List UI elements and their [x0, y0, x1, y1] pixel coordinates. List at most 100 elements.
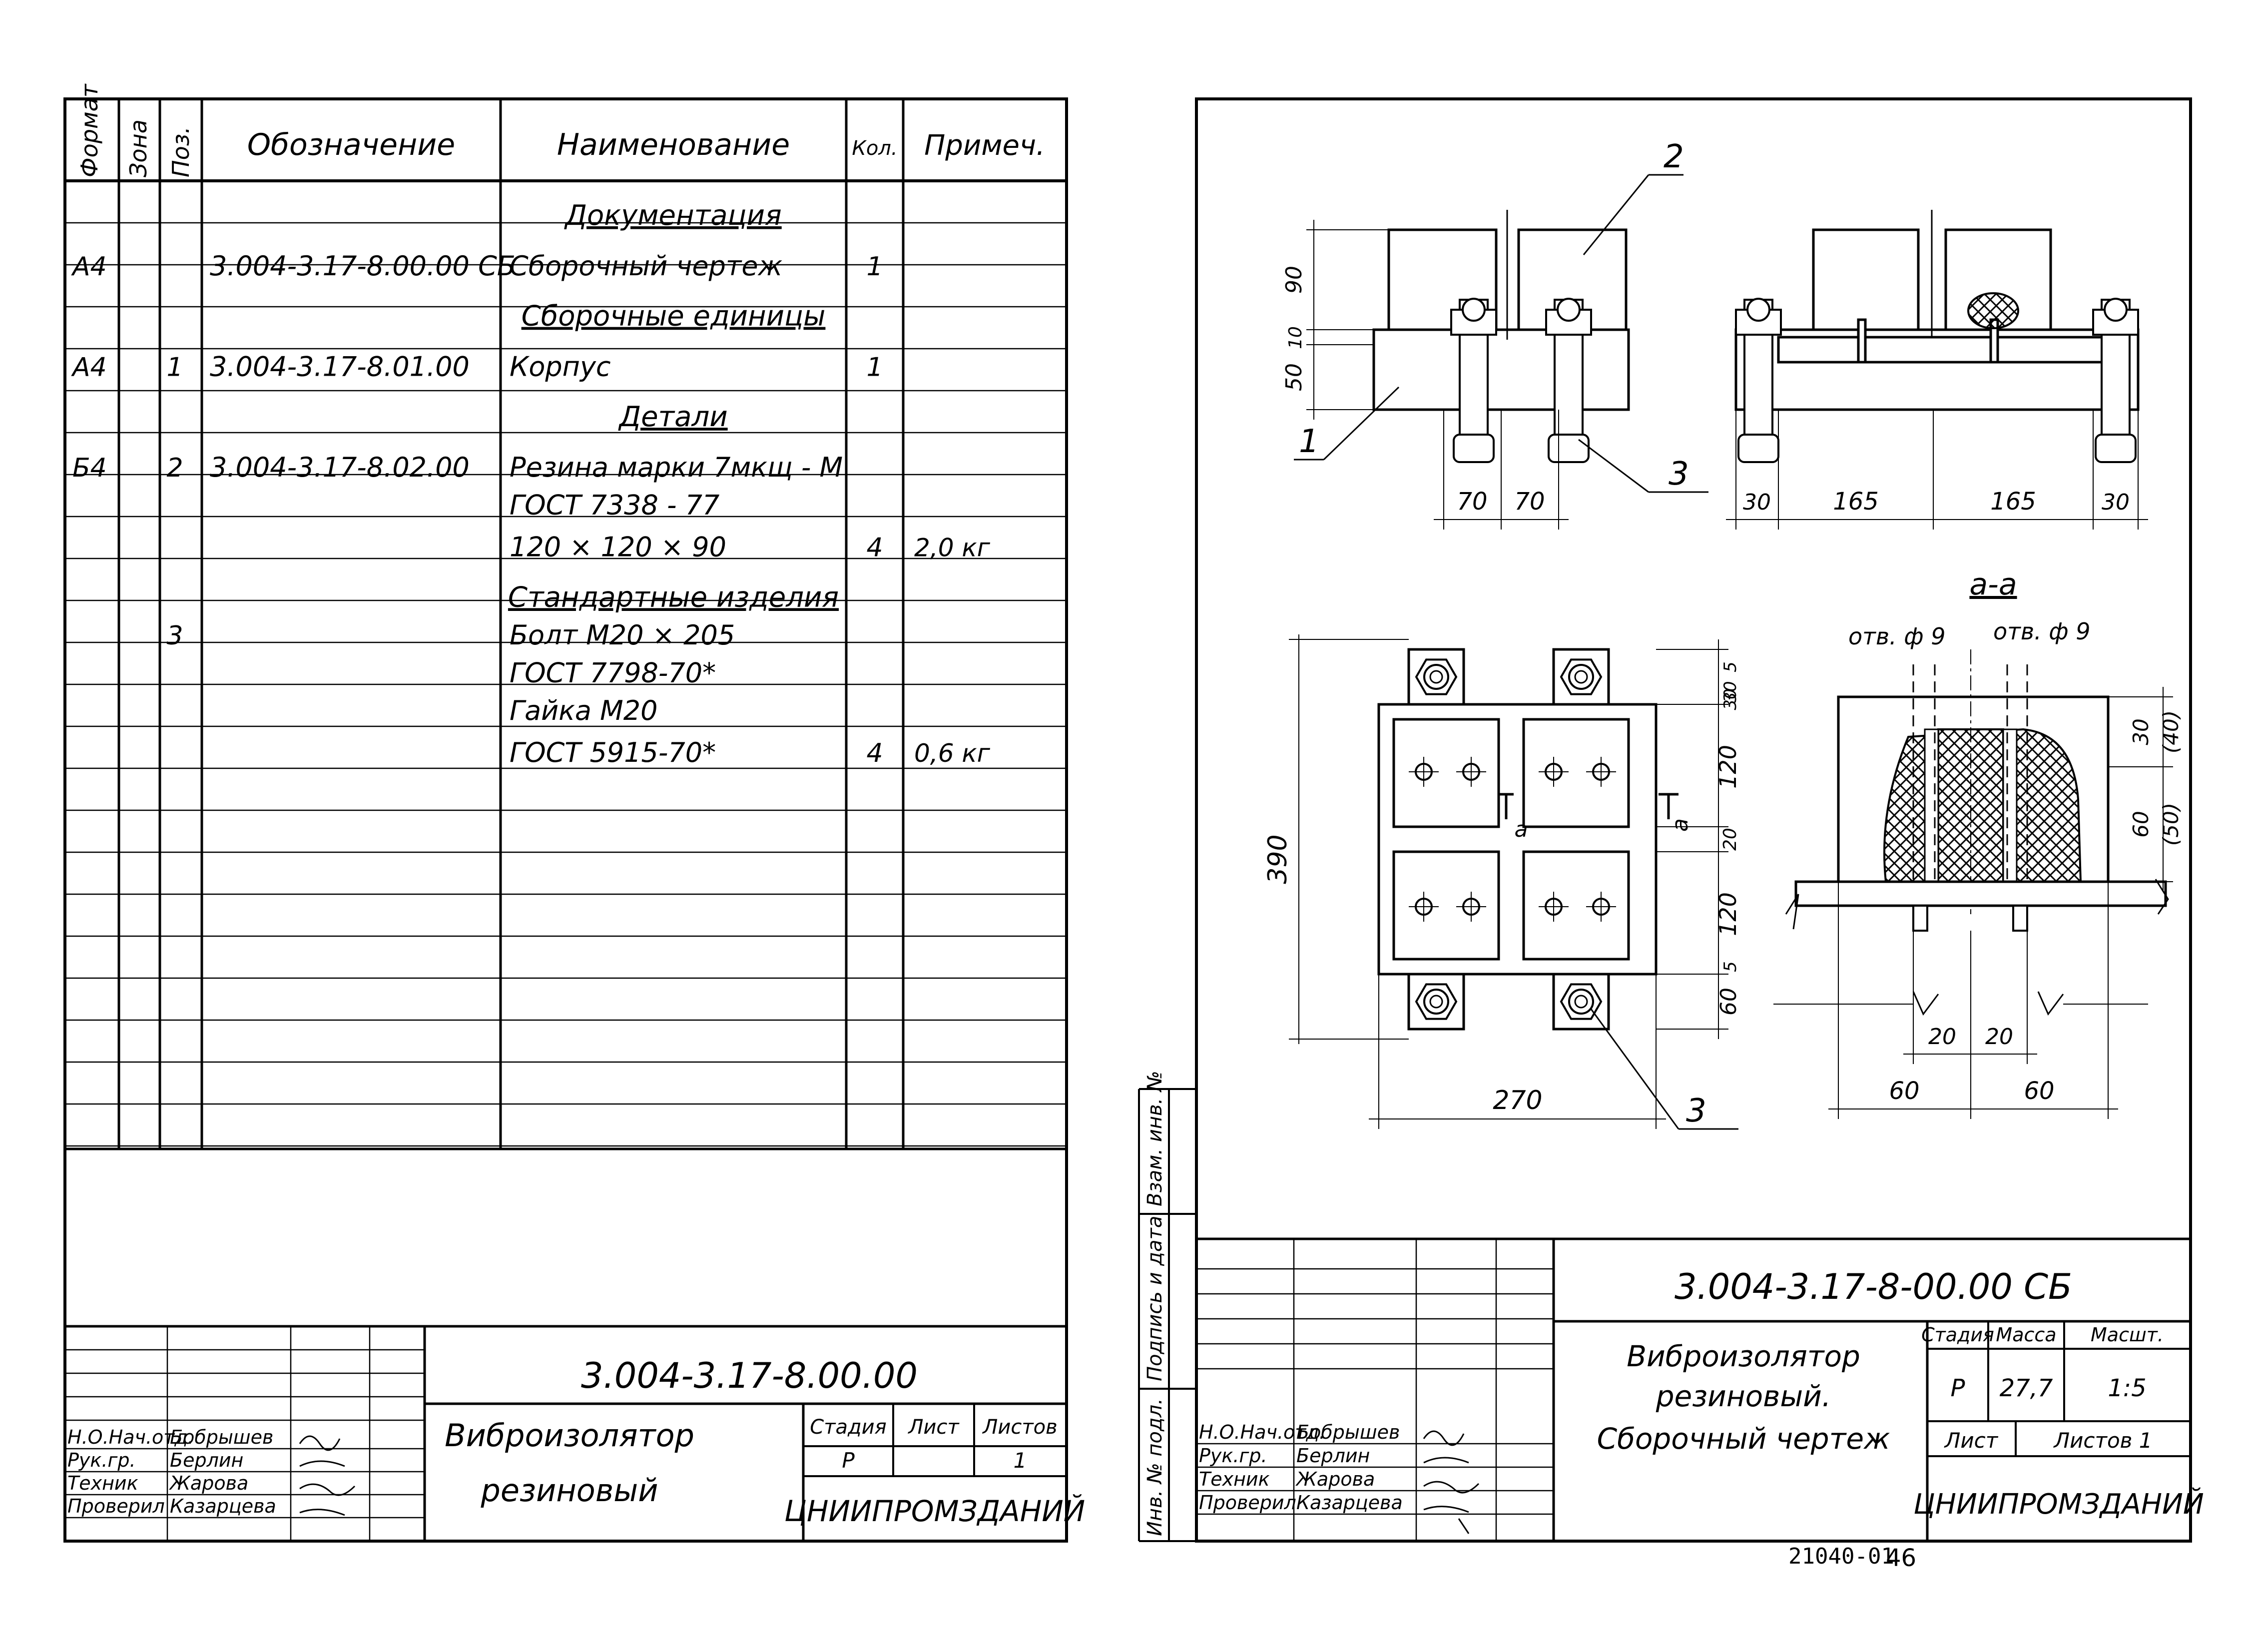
header-name: Наименование — [557, 127, 790, 162]
assembly-stage-label: Стадия — [1921, 1324, 1994, 1346]
assembly-frame — [1195, 97, 2192, 1543]
person-name: Казарцева — [1296, 1492, 1403, 1514]
side-view — [1726, 210, 2148, 530]
row-pos: 2 — [166, 453, 183, 483]
header-pos: Поз. — [167, 126, 194, 177]
spec-title-line1: Виброизолятор — [445, 1417, 694, 1454]
header-note: Примеч. — [924, 129, 1045, 162]
dim-plan-2: 30 — [1720, 688, 1740, 710]
row-section-name: Детали — [617, 401, 727, 433]
row-name: ГОСТ 7338 - 77 — [510, 490, 719, 521]
dim-front-70a: 70 — [1457, 488, 1487, 516]
person-name: Берлин — [170, 1449, 243, 1471]
spec-sheet-label: Лист — [907, 1416, 960, 1439]
callout-3-plan: 3 — [1686, 1093, 1706, 1129]
assembly-doc-code: 3.004-3.17-8-00.00 СБ — [1675, 1266, 2072, 1307]
row-pos: 3 — [166, 621, 183, 651]
spec-title-line2: резиновый — [480, 1472, 658, 1509]
dim-front-10: 10 — [1285, 326, 1306, 349]
row-qty: 1 — [866, 352, 883, 382]
side-label-inv: Инв. № подл. — [1143, 1398, 1166, 1536]
header-zone: Зона — [125, 119, 152, 177]
dim-side-165b: 165 — [1990, 488, 2036, 516]
dim-plan-5: 120 — [1714, 892, 1741, 936]
row-qty: 4 — [866, 533, 883, 563]
person-name: Бобрышев — [170, 1426, 273, 1448]
header-format: Формат — [76, 83, 103, 177]
row-pos: 1 — [166, 352, 183, 382]
front-view — [1306, 210, 1630, 530]
row-format: А4 — [71, 252, 107, 282]
dim-sec-20a: 20 — [1928, 1024, 1956, 1050]
assembly-mass: 27,7 — [2000, 1374, 2053, 1402]
row-section-name: Стандартные изделия — [508, 581, 839, 613]
spec-doc-code: 3.004-3.17-8.00.00 — [581, 1355, 918, 1396]
person-role: Техник — [1199, 1468, 1270, 1490]
assembly-scale: 1:5 — [2108, 1374, 2146, 1402]
hole-label-left: отв. ф 9 — [1848, 623, 1946, 650]
person-role: Рук.гр. — [67, 1449, 136, 1471]
spec-signatures — [299, 1435, 356, 1516]
row-designation: 3.004-3.17-8.01.00 — [210, 351, 470, 382]
person-name: Жарова — [169, 1472, 248, 1494]
row-designation: 3.004-3.17-8.02.00 — [210, 452, 470, 483]
person-role: Н.О.Нач.отд. — [67, 1426, 194, 1448]
dim-front-90: 90 — [1281, 266, 1307, 294]
row-format: А4 — [71, 352, 107, 382]
person-name: Бобрышев — [1296, 1421, 1400, 1443]
person-name: Жарова — [1295, 1468, 1375, 1490]
row-name: ГОСТ 7798-70* — [510, 657, 716, 689]
section-label: а-а — [1969, 567, 2017, 602]
row-name: 120 × 120 × 90 — [510, 532, 726, 563]
row-designation: 3.004-3.17-8.00.00 СБ — [210, 250, 516, 282]
dim-front-50: 50 — [1281, 363, 1307, 391]
callout-2: 2 — [1664, 138, 1684, 175]
dim-plan-3: 120 — [1714, 745, 1741, 789]
cut-mark-left: а — [1515, 817, 1528, 842]
assembly-mass-label: Масса — [1996, 1324, 2056, 1346]
side-label-sign: Подпись и дата — [1143, 1216, 1166, 1381]
dim-side-30b: 30 — [2102, 490, 2130, 515]
person-role: Проверил — [67, 1495, 165, 1517]
person-name: Берлин — [1296, 1445, 1370, 1467]
dim-plan-390: 390 — [1263, 834, 1293, 884]
dim-plan-7: 60 — [1716, 988, 1741, 1016]
row-name: ГОСТ 5915-70* — [510, 737, 716, 768]
row-section-name: Документация — [563, 199, 781, 232]
section-view — [1773, 649, 2173, 1119]
dim-plan-270: 270 — [1493, 1086, 1542, 1115]
callout-3-top: 3 — [1669, 456, 1689, 493]
dim-sec-60: 60 — [2129, 811, 2153, 837]
assembly-title-line2: резиновый. — [1656, 1379, 1831, 1413]
row-note: 2,0 кг — [914, 534, 991, 562]
assembly-title-line3: Сборочный чертеж — [1597, 1422, 1890, 1456]
row-name: Резина марки 7мкщ - М — [510, 452, 843, 483]
dim-plan-1: 30 — [1720, 681, 1740, 702]
dim-sec-40: (40) — [2159, 710, 2183, 753]
row-qty: 1 — [866, 252, 883, 282]
assembly-title-line1: Виброизолятор — [1627, 1339, 1860, 1373]
row-name: Сборочный чертеж — [510, 250, 783, 282]
header-qty: Кол. — [852, 137, 897, 160]
dim-front-70b: 70 — [1514, 488, 1545, 516]
dim-sec-50: (50) — [2159, 803, 2183, 846]
spec-sheet: Формат Зона Поз. Обозначение Наименовани… — [63, 83, 1085, 1543]
assembly-sheet: Взам. инв. № Подпись и дата Инв. № подл.… — [1138, 97, 2204, 1572]
header-designation: Обозначение — [247, 127, 455, 162]
side-label-replace: Взам. инв. № — [1143, 1071, 1166, 1206]
spec-title-block: 3.004-3.17-8.00.00 Виброизолятор резинов… — [65, 1325, 1085, 1541]
dim-plan-0: 5 — [1720, 661, 1740, 672]
person-role: Н.О.Нач.отд. — [1199, 1421, 1325, 1443]
dim-sec-20b: 20 — [1985, 1024, 2013, 1050]
assembly-sheets-label: Листов 1 — [2053, 1428, 2153, 1453]
dim-sec-60b: 60 — [2024, 1077, 2054, 1105]
dim-sec-30: 30 — [2129, 718, 2153, 745]
hole-label-right: отв. ф 9 — [1993, 618, 2091, 645]
page-number: 46 — [1886, 1544, 1916, 1572]
row-name: Гайка М20 — [510, 695, 657, 726]
assembly-stage: Р — [1951, 1374, 1965, 1402]
assembly-scale-label: Масшт. — [2091, 1324, 2164, 1346]
dim-plan-6: 5 — [1720, 961, 1740, 972]
